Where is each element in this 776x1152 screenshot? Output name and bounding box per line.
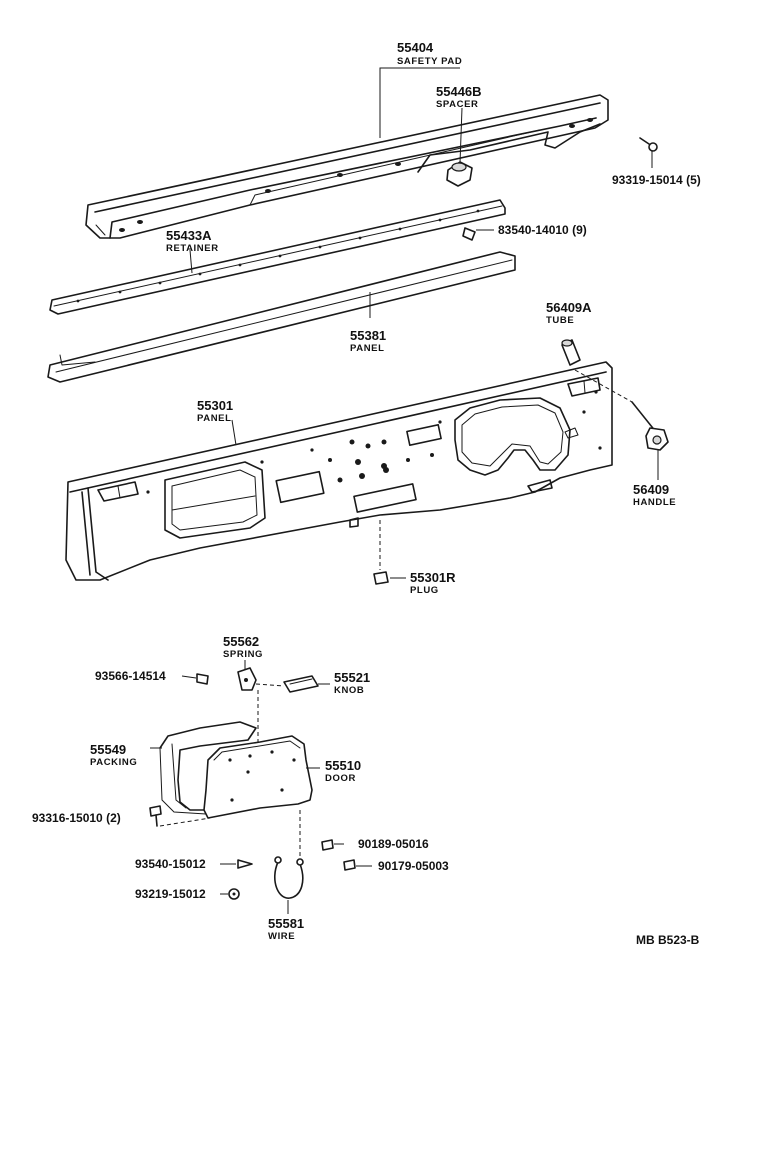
main-panel-part [65, 361, 613, 581]
svg-text:RETAINER: RETAINER [166, 243, 219, 254]
callout-screw-retainer: 83540-14010 (9) [498, 223, 587, 237]
retainer-part [49, 199, 506, 315]
screw-icon-spring [181, 673, 209, 685]
svg-text:55301R: 55301R [410, 570, 456, 585]
callout-screw-wire: 93540-15012 [135, 857, 206, 871]
svg-text:55446B: 55446B [436, 84, 482, 99]
svg-text:SPACER: SPACER [436, 99, 479, 110]
callout-handle: 56409 HANDLE [633, 482, 676, 508]
spacer-part [446, 107, 473, 187]
svg-text:PANEL: PANEL [350, 343, 385, 354]
svg-text:55433A: 55433A [166, 228, 212, 243]
svg-text:93219-15012: 93219-15012 [135, 887, 206, 901]
svg-text:PLUG: PLUG [410, 585, 439, 596]
callout-tube: 56409A TUBE [546, 300, 592, 326]
callout-plug: 55301R PLUG [410, 570, 456, 596]
svg-text:HANDLE: HANDLE [633, 497, 676, 508]
svg-text:93319-15014 (5): 93319-15014 (5) [612, 173, 701, 187]
handle-part [574, 369, 669, 480]
screw-icon-top [639, 137, 658, 168]
callout-screw-spring: 93566-14514 [95, 669, 166, 683]
svg-text:WIRE: WIRE [268, 931, 295, 942]
svg-text:PANEL: PANEL [197, 413, 232, 424]
drawing-code: MB B523-B [636, 933, 700, 947]
callout-safety-pad: 55404 SAFETY PAD [397, 40, 462, 67]
screw-icon-wire-b [220, 888, 240, 900]
packing-part [150, 721, 257, 815]
svg-text:55521: 55521 [334, 670, 370, 685]
svg-text:DOOR: DOOR [325, 773, 356, 784]
svg-text:55404: 55404 [397, 40, 434, 55]
callout-clip-b: 90179-05003 [378, 859, 449, 873]
callout-knob: 55521 KNOB [334, 670, 370, 696]
callout-upper-panel: 55381 PANEL [350, 328, 386, 354]
upper-panel-part [47, 251, 516, 383]
svg-text:93540-15012: 93540-15012 [135, 857, 206, 871]
svg-text:SAFETY PAD: SAFETY PAD [397, 56, 462, 67]
svg-text:83540-14010 (9): 83540-14010 (9) [498, 223, 587, 237]
svg-text:93566-14514: 93566-14514 [95, 669, 166, 683]
svg-text:55581: 55581 [268, 916, 304, 931]
clip-icon-b [343, 859, 372, 871]
svg-text:93316-15010 (2): 93316-15010 (2) [32, 811, 121, 825]
svg-text:55301: 55301 [197, 398, 233, 413]
plug-part [373, 520, 406, 585]
svg-text:KNOB: KNOB [334, 685, 364, 696]
svg-text:55510: 55510 [325, 758, 361, 773]
door-part [203, 735, 320, 819]
spring-part [237, 660, 257, 691]
screw-icon-retainer [462, 227, 494, 241]
callout-spring: 55562 SPRING [223, 634, 263, 660]
callout-screw-wire-b: 93219-15012 [135, 887, 206, 901]
svg-text:55381: 55381 [350, 328, 386, 343]
callout-clip-a: 90189-05016 [358, 837, 429, 851]
callout-wire: 55581 WIRE [268, 916, 304, 942]
svg-text:55549: 55549 [90, 742, 126, 757]
callout-main-panel: 55301 PANEL [197, 398, 233, 424]
clip-icon-a [321, 839, 344, 851]
screw-icon-door [149, 805, 211, 827]
svg-text:56409: 56409 [633, 482, 669, 497]
wire-part [274, 810, 304, 914]
svg-text:90189-05016: 90189-05016 [358, 837, 429, 851]
safety-pad-part [85, 94, 609, 239]
svg-text:55562: 55562 [223, 634, 259, 649]
knob-part [255, 675, 330, 693]
screw-icon-wire [220, 859, 253, 869]
callout-screw-door: 93316-15010 (2) [32, 811, 121, 825]
tube-part [561, 339, 581, 366]
svg-text:SPRING: SPRING [223, 649, 263, 660]
callout-packing: 55549 PACKING [90, 742, 137, 768]
callout-screw-top: 93319-15014 (5) [612, 173, 701, 187]
callout-spacer: 55446B SPACER [436, 84, 482, 110]
svg-text:PACKING: PACKING [90, 757, 137, 768]
callout-retainer: 55433A RETAINER [166, 228, 219, 254]
svg-text:TUBE: TUBE [546, 315, 574, 326]
svg-text:90179-05003: 90179-05003 [378, 859, 449, 873]
callout-door: 55510 DOOR [325, 758, 361, 784]
svg-text:56409A: 56409A [546, 300, 592, 315]
